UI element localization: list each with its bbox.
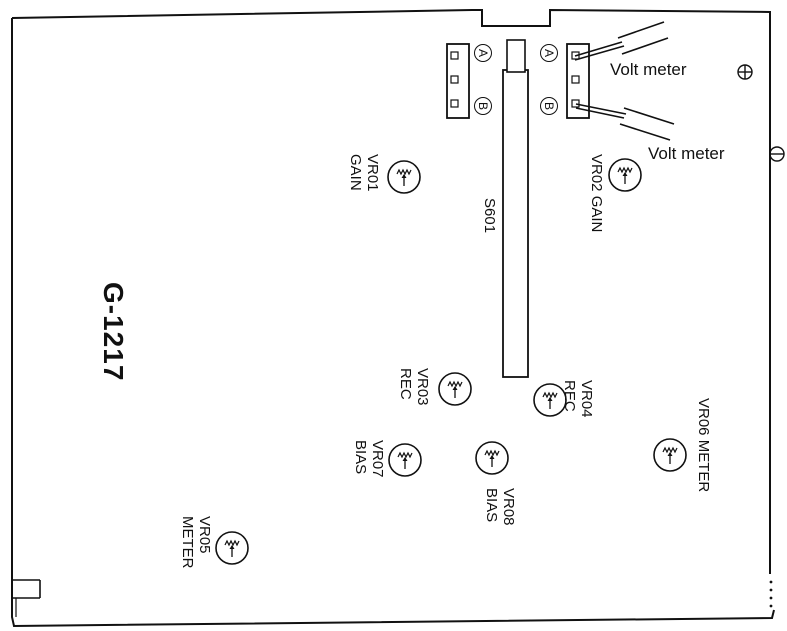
circle-b-icon: B: [474, 97, 492, 115]
volt-meter-plus-label: Volt meter: [610, 60, 687, 79]
label-vr08-fn: BIAS: [483, 488, 500, 523]
board-outline: [11, 8, 775, 628]
label-vr04: VR04 REC: [561, 380, 595, 418]
label-vr01-fn: GAIN: [347, 154, 364, 191]
plus-sign-icon: [737, 64, 753, 80]
label-vr03-name: VR03: [414, 368, 431, 406]
switch-s601-knob: [506, 39, 526, 73]
label-vr08: VR08 BIAS: [483, 488, 517, 526]
trimmer-vr08-icon: [475, 441, 509, 475]
label-vr01-name: VR01: [364, 154, 381, 192]
edge-dots: [769, 580, 773, 608]
label-vr07-name: VR07: [369, 440, 386, 478]
label-vr08-name: VR08: [500, 488, 517, 526]
label-vr05-name: VR05: [196, 516, 213, 554]
volt-meter-leads: [574, 21, 675, 141]
circle-a-icon: A: [540, 44, 558, 62]
label-vr04-fn: REC: [561, 380, 578, 412]
label-vr02-fn: GAIN: [588, 195, 605, 233]
circle-b-icon: B: [540, 97, 558, 115]
terminal-left-a: A: [474, 44, 492, 62]
label-vr07-fn: BIAS: [352, 440, 369, 475]
trimmer-vr01-icon: [387, 160, 421, 194]
terminal-right-a: A: [540, 44, 558, 62]
label-vr02: VR02 GAIN: [588, 154, 605, 233]
connector-left-pins: [450, 51, 459, 108]
trimmer-vr07-icon: [388, 443, 422, 477]
label-vr06-fn: METER: [695, 439, 712, 493]
label-vr01: VR01 GAIN: [347, 154, 381, 192]
label-vr03-fn: REC: [397, 368, 414, 400]
label-vr05: VR05 METER: [179, 516, 213, 569]
volt-meter-minus-label: Volt meter: [648, 144, 725, 163]
trimmer-vr02-icon: [608, 158, 642, 192]
trimmer-vr05-icon: [215, 531, 249, 565]
label-vr03: VR03 REC: [397, 368, 431, 406]
circle-a-icon: A: [474, 44, 492, 62]
label-vr02-name: VR02: [588, 154, 605, 192]
trimmer-vr03-icon: [438, 372, 472, 406]
label-vr06: VR06 METER: [695, 398, 712, 493]
label-vr05-fn: METER: [179, 516, 196, 569]
label-vr07: VR07 BIAS: [352, 440, 386, 478]
switch-s601-body: [502, 69, 529, 378]
terminal-right-b: B: [540, 97, 558, 115]
switch-s601-label: S601: [481, 198, 498, 234]
board-id-label: G-1217: [98, 282, 129, 382]
board-edge-notch: [12, 579, 41, 599]
label-vr06-name: VR06: [695, 398, 712, 436]
trimmer-vr06-icon: [653, 438, 687, 472]
minus-sign-icon: [769, 146, 785, 162]
label-vr04-name: VR04: [578, 380, 595, 418]
terminal-left-b: B: [474, 97, 492, 115]
